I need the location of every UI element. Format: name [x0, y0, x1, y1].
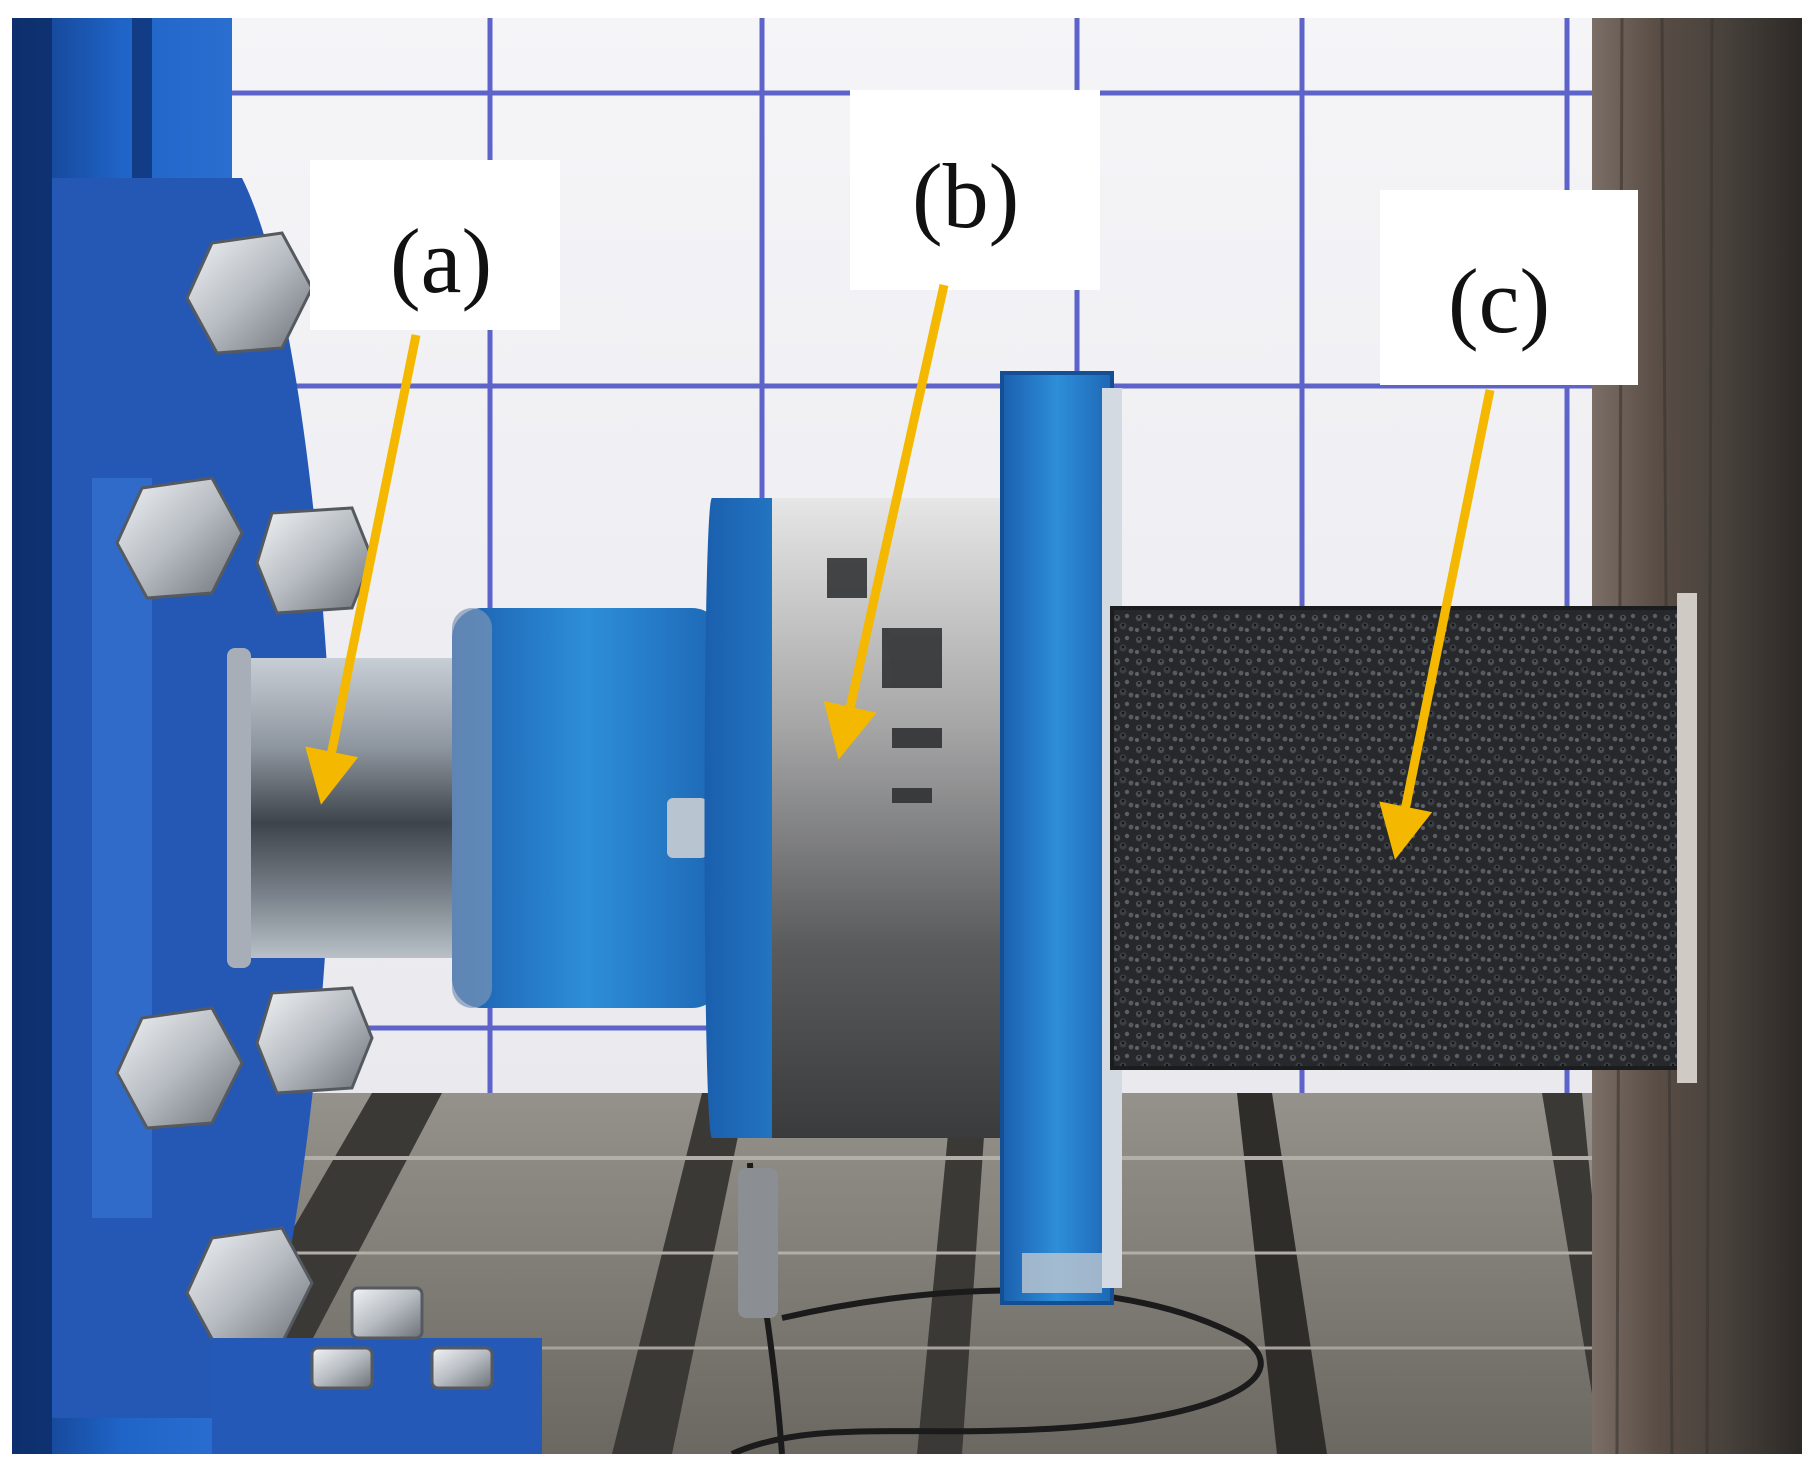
foam-specimen	[1112, 608, 1682, 1068]
label-b-background	[850, 90, 1100, 290]
loading-plate	[1000, 371, 1114, 1305]
cable-connector	[738, 1168, 778, 1318]
label-a-background	[310, 160, 560, 330]
label-b: (b)	[912, 145, 1020, 247]
loading-piston	[232, 658, 462, 958]
coupling-adapter	[452, 608, 722, 1008]
label-c-background	[1380, 190, 1638, 385]
label-a: (a)	[390, 210, 493, 312]
flange-bolts	[115, 231, 374, 1350]
label-c: (c)	[1448, 250, 1551, 352]
load-cell	[772, 498, 1007, 1138]
